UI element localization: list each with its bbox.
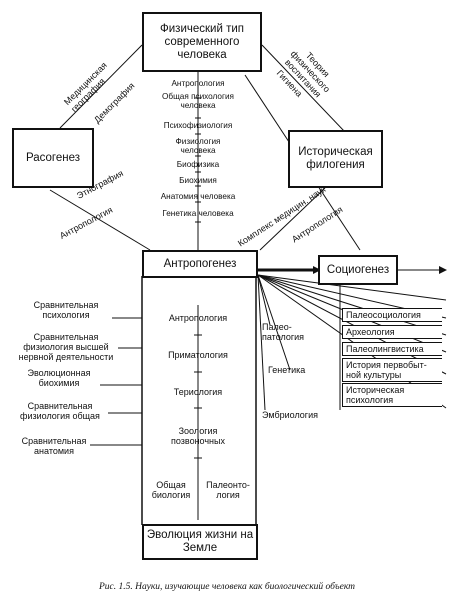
fan-line-4 [257, 274, 447, 375]
left-list-item-0: Сравнительная психология [33, 300, 99, 320]
top-chain-item-7: Генетика человека [162, 209, 234, 218]
right-list-item-3: История первобыт-ной культуры [342, 358, 442, 382]
bottom-pair-right: Палеонто-логия [206, 480, 250, 500]
right-list-item-2: Палеолингвистика [342, 342, 442, 356]
top-chain-plus-marks [195, 97, 201, 223]
box-fizicheskiy-tip: Физический тип современного человека [142, 12, 262, 72]
top-chain-item-6: Анатомия человека [160, 192, 236, 201]
right-list-item-0: Палеосоциология [342, 308, 442, 322]
edge-top-filogeniya [261, 44, 346, 133]
box-evolyutsiya-label: Эволюция жизни на Земле [146, 529, 254, 554]
center-chain-plus-marks [194, 334, 202, 459]
left-list-item-2: Эволюционная биохимия [27, 368, 91, 388]
box-sotsiogenez-label: Социогенез [326, 263, 390, 276]
left-list-item-1: Сравнительная физиология высшей нервной … [18, 332, 114, 362]
box-antropogenez-label: Антропогенез [163, 257, 237, 270]
top-chain-item-5: Биохимия [179, 176, 217, 185]
bottom-pair-left: Общая биология [151, 480, 191, 500]
center-chain-item-1: Приматология [168, 350, 228, 360]
fan-line-genetika [257, 274, 291, 371]
box-istoricheskaya-filogeniya: Историческая филогения [288, 130, 383, 188]
edge-top-rasogenez [59, 44, 143, 129]
top-chain-item-3: Физиология человека [175, 137, 221, 155]
figure-caption: Рис. 1.5. Науки, изучающие человека как … [98, 582, 356, 592]
top-chain-item-0: Антропология [171, 79, 225, 88]
right-list-item-1: Археология [342, 325, 442, 339]
left-list-item-4: Сравнительная анатомия [21, 436, 87, 456]
center-chain-item-2: Териология [173, 387, 223, 397]
fan-line-embriol [257, 274, 266, 411]
center-chain-item-3: Зоология позвоночных [171, 426, 225, 446]
right-mid-embriologiya: Эмбриология [262, 410, 318, 420]
box-evolyutsiya: Эволюция жизни на Земле [142, 524, 258, 560]
top-chain-item-1: Общая психология человека [162, 92, 234, 110]
right-mid-genetika: Генетика [268, 365, 306, 375]
box-fizicheskiy-tip-label: Физический тип современного человека [160, 22, 244, 61]
box-antropogenez: Антропогенез [142, 250, 258, 278]
box-sotsiogenez: Социогенез [318, 255, 398, 285]
edge-filogeniya-antropogenez [259, 187, 326, 251]
box-filogeniya-label: Историческая филогения [298, 146, 373, 171]
fan-line-right-long [257, 274, 447, 301]
left-list-item-3: Сравнительная физиология общая [20, 401, 100, 421]
top-chain-item-4: Биофизика [176, 160, 220, 169]
fan-line-paleopat [257, 274, 271, 326]
center-chain-item-0: Антропология [168, 313, 228, 323]
box-rasogenez-label: Расогенез [25, 151, 81, 164]
edge-rasogenez-antropogenez [49, 189, 151, 251]
right-list-item-4: Историческая психология [342, 383, 442, 407]
box-rasogenez: Расогенез [12, 128, 94, 188]
right-mid-paleopatologiya: Палео-патология [262, 322, 305, 342]
top-chain-item-2: Психофизиология [163, 121, 233, 130]
